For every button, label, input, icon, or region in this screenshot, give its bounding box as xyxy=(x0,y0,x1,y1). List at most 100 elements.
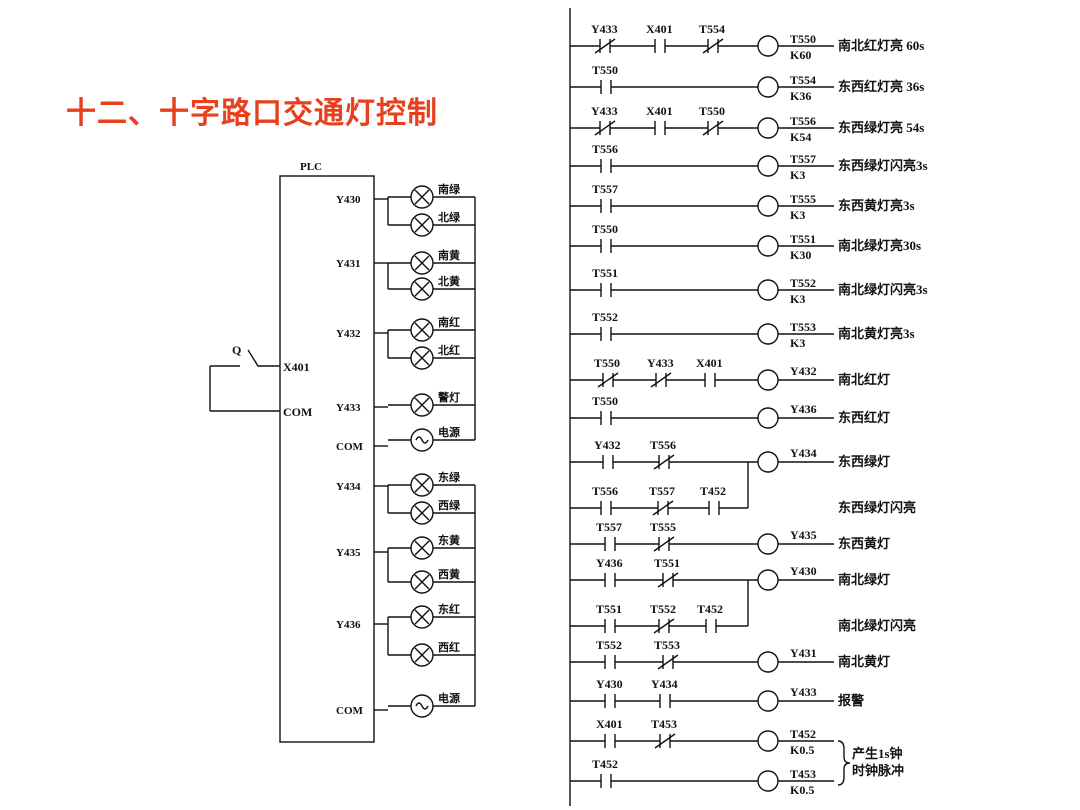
rung-comment: 东西绿灯亮 54s xyxy=(838,120,924,135)
coil-label: T553 xyxy=(790,320,816,334)
coil-label: T556 xyxy=(790,114,816,128)
lamp-cross xyxy=(414,574,430,590)
contact-label: X401 xyxy=(646,22,673,36)
rung-comment: 东西绿灯闪亮3s xyxy=(838,158,928,173)
rung-comment: 东西红灯亮 36s xyxy=(838,79,924,94)
contact-label: T550 xyxy=(699,104,725,118)
lamp-cross xyxy=(414,281,430,297)
contact-label: T556 xyxy=(650,438,676,452)
preset-label: K0.5 xyxy=(790,783,814,797)
coil-symbol xyxy=(757,770,779,792)
contact-label: T556 xyxy=(592,142,618,156)
coil-symbol xyxy=(757,235,779,257)
coil-symbol xyxy=(757,155,779,177)
coil-symbol xyxy=(757,451,779,473)
switch-label: Q xyxy=(232,343,241,357)
lamp-label: 西红 xyxy=(438,640,460,654)
coil-label: T557 xyxy=(790,152,816,166)
contact-label: T557 xyxy=(649,484,675,498)
output-terminal-label: Y430 xyxy=(336,194,361,206)
lamp-cross xyxy=(414,609,430,625)
contact-label: T556 xyxy=(592,484,618,498)
coil-label: T453 xyxy=(790,767,816,781)
rung-comment: 南北红灯 xyxy=(838,372,890,387)
rung-comment: 南北绿灯 xyxy=(838,572,890,587)
lamp-label: 南绿 xyxy=(438,182,461,196)
pulse-note: 时钟脉冲 xyxy=(852,763,904,778)
coil-label: Y434 xyxy=(790,446,817,460)
contact-label: T550 xyxy=(592,394,618,408)
lamp-label: 北黄 xyxy=(438,274,460,288)
contact-label: T452 xyxy=(697,602,723,616)
lamp-label: 电源 xyxy=(438,691,460,705)
contact-label: T550 xyxy=(594,356,620,370)
nc-slash xyxy=(652,500,674,516)
coil-symbol xyxy=(757,569,779,591)
lamp-label: 东红 xyxy=(438,602,460,616)
lamp-cross xyxy=(414,505,430,521)
plc-label: PLC xyxy=(300,161,322,173)
pulse-note: 产生1s钟 xyxy=(852,746,903,761)
contact-label: T557 xyxy=(596,520,622,534)
lamp-cross xyxy=(414,255,430,271)
coil-label: Y433 xyxy=(790,685,817,699)
output-terminal-label: Y436 xyxy=(336,619,361,631)
lamp-label: 西黄 xyxy=(438,567,460,581)
output-terminal-label: Y432 xyxy=(336,328,361,340)
coil-symbol xyxy=(757,323,779,345)
input-com-label: COM xyxy=(283,405,312,419)
wiring-diagram: PLCQX401COMY430南绿北绿Y431南黄北黄Y432南红北红Y433警… xyxy=(209,161,476,743)
lamp-label: 东绿 xyxy=(438,470,461,484)
preset-label: K60 xyxy=(790,48,811,62)
contact-label: T551 xyxy=(654,556,680,570)
contact-label: T553 xyxy=(654,638,680,652)
lamp-label: 北绿 xyxy=(438,210,461,224)
nc-slash xyxy=(653,536,675,552)
coil-symbol xyxy=(757,279,779,301)
coil-symbol xyxy=(757,117,779,139)
lamp-cross xyxy=(414,647,430,663)
lamp-label: 东黄 xyxy=(438,533,460,547)
plc-box xyxy=(279,175,375,743)
coil-label: T551 xyxy=(790,232,816,246)
rung-comment: 报警 xyxy=(838,693,864,708)
rung-comment: 南北绿灯闪亮 xyxy=(838,618,916,633)
nc-slash xyxy=(597,372,619,388)
lamp-label: 南黄 xyxy=(438,248,460,262)
nc-slash xyxy=(657,572,679,588)
coil-label: Y431 xyxy=(790,646,817,660)
contact-label: T552 xyxy=(596,638,622,652)
lamp-cross xyxy=(414,350,430,366)
lamp-label: 警灯 xyxy=(437,390,460,404)
coil-label: T552 xyxy=(790,276,816,290)
contact-label: Y436 xyxy=(596,556,623,570)
input-terminal-label: X401 xyxy=(283,360,310,374)
coil-label: Y436 xyxy=(790,402,817,416)
rung-comment: 南北红灯亮 60s xyxy=(838,38,924,53)
preset-label: K3 xyxy=(790,168,805,182)
rung-comment: 东西红灯 xyxy=(838,410,890,425)
lamp-cross xyxy=(414,477,430,493)
page-title: 十二、十字路口交通灯控制 xyxy=(66,96,438,131)
coil-label: Y430 xyxy=(790,564,817,578)
coil-symbol xyxy=(757,533,779,555)
lamp-label: 北红 xyxy=(438,343,460,357)
contact-label: T453 xyxy=(651,717,677,731)
contact-label: T557 xyxy=(592,182,618,196)
coil-symbol xyxy=(757,35,779,57)
output-terminal-label: Y431 xyxy=(336,258,360,270)
coil-label: T555 xyxy=(790,192,816,206)
output-terminal-label: COM xyxy=(336,705,364,717)
contact-label: Y433 xyxy=(591,104,618,118)
coil-symbol xyxy=(757,195,779,217)
nc-slash xyxy=(653,454,675,470)
coil-label: T550 xyxy=(790,32,816,46)
contact-label: T555 xyxy=(650,520,676,534)
rung-comment: 南北黄灯 xyxy=(838,654,890,669)
lamp-cross xyxy=(414,322,430,338)
contact-label: X401 xyxy=(596,717,623,731)
nc-slash xyxy=(650,372,672,388)
preset-label: K3 xyxy=(790,208,805,222)
contact-label: X401 xyxy=(696,356,723,370)
